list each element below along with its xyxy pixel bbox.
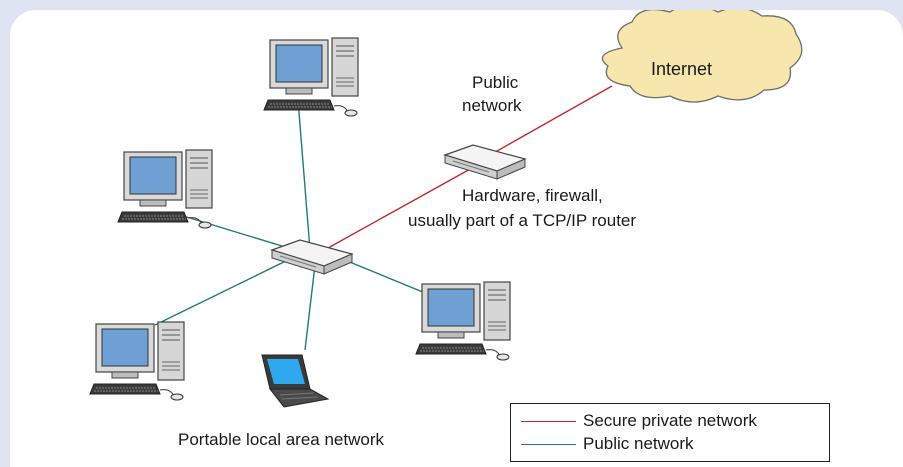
legend-swatch-public [521, 444, 576, 445]
lan-label: Portable local area network [178, 430, 385, 449]
desktop-computer-icon-left [117, 149, 213, 229]
laptop-icon [261, 354, 330, 408]
link-laptop [304, 264, 316, 351]
firewall-router-icon [444, 144, 526, 180]
legend: Secure private network Public network [510, 403, 830, 462]
internet-label: Internet [651, 59, 713, 79]
link-left-computer [179, 214, 296, 251]
desktop-computer-icon-right [415, 281, 511, 361]
legend-label-public: Public network [583, 434, 694, 453]
diagram-panel: Internet Public network Hardware, firewa… [10, 10, 903, 467]
hub-router-icon [271, 239, 353, 275]
legend-swatch-secure [521, 421, 576, 422]
network-diagram [89, 10, 803, 408]
link-bottom-left-computer [154, 257, 293, 326]
legend-label-secure: Secure private network [583, 411, 757, 430]
firewall-label-line2: usually part of a TCP/IP router [408, 211, 637, 230]
public-network-links [154, 99, 431, 351]
secure-private-links [327, 85, 613, 249]
public-network-label-line1: Public [472, 73, 519, 92]
internet-cloud-icon [601, 10, 803, 103]
link-router-firewall [327, 167, 473, 249]
link-firewall-internet [489, 85, 613, 156]
public-network-label-line2: network [462, 96, 522, 115]
link-top-computer [297, 99, 311, 251]
desktop-computer-icon-bottom-left [89, 321, 185, 401]
desktop-computer-icon-top [263, 37, 359, 117]
firewall-label-line1: Hardware, firewall, [462, 186, 603, 205]
